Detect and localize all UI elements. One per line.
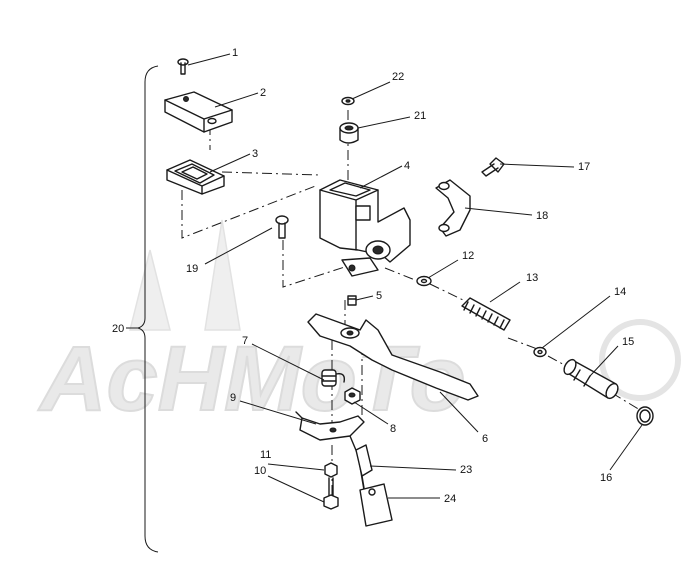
part-14-washer: [533, 346, 547, 358]
callout-18: 18: [536, 210, 548, 222]
callout-15: 15: [622, 336, 634, 348]
callout-12: 12: [462, 250, 474, 262]
callout-3: 3: [252, 148, 258, 160]
callout-6: 6: [482, 433, 488, 445]
callout-9: 9: [230, 392, 236, 404]
part-1-screw: [177, 58, 189, 75]
callout-7: 7: [242, 335, 248, 347]
callout-5: 5: [376, 290, 382, 302]
part-15-piston: [563, 358, 619, 400]
alignment-lines: [181, 110, 641, 495]
part-17-bolt: [481, 157, 505, 177]
callout-17: 17: [578, 161, 590, 173]
callout-2: 2: [260, 87, 266, 99]
part-11-nut: [324, 462, 338, 478]
watermark-text: AcHMoTo: [38, 328, 466, 430]
callout-22: 22: [392, 71, 404, 83]
part-13-spring: [461, 297, 511, 331]
callout-13: 13: [526, 272, 538, 284]
part-21-bushing: [339, 122, 359, 144]
callout-11: 11: [260, 449, 271, 461]
watermark: AcHMoTo: [37, 219, 681, 431]
part-8-nut: [344, 387, 361, 405]
callout-19: 19: [186, 263, 198, 275]
callout-20: 20: [112, 323, 124, 335]
callout-24: 24: [444, 493, 456, 505]
callout-4: 4: [404, 160, 410, 172]
part-23-switch: [355, 444, 373, 489]
part-5-small-nut: [347, 295, 357, 306]
leader-lines: [126, 53, 643, 503]
part-4-master-cylinder: [319, 179, 411, 277]
part-24-tag: [359, 483, 393, 527]
part-6-brake-lever: [307, 313, 479, 401]
callout-labels: 1 2 3 4 5 6 7 8 9 10 11 12 13 14 15 16 1…: [112, 47, 634, 505]
callout-1: 1: [232, 47, 238, 59]
callout-16: 16: [600, 472, 612, 484]
part-7-spring: [321, 369, 346, 387]
callout-8: 8: [390, 423, 396, 435]
callout-21: 21: [414, 110, 426, 122]
part-18-clamp: [435, 179, 471, 237]
part-16-snap-ring: [636, 406, 654, 426]
part-9-switch-bracket: [295, 411, 365, 491]
part-10-screw: [323, 477, 339, 510]
part-19-bolt: [275, 215, 289, 239]
callout-14: 14: [614, 286, 626, 298]
part-2-reservoir-cover: [164, 91, 233, 133]
callout-23: 23: [460, 464, 472, 476]
part-22-washer: [341, 96, 355, 106]
part-12-washer: [416, 275, 432, 287]
callout-10: 10: [254, 465, 266, 477]
part-3-diaphragm: [166, 159, 225, 195]
